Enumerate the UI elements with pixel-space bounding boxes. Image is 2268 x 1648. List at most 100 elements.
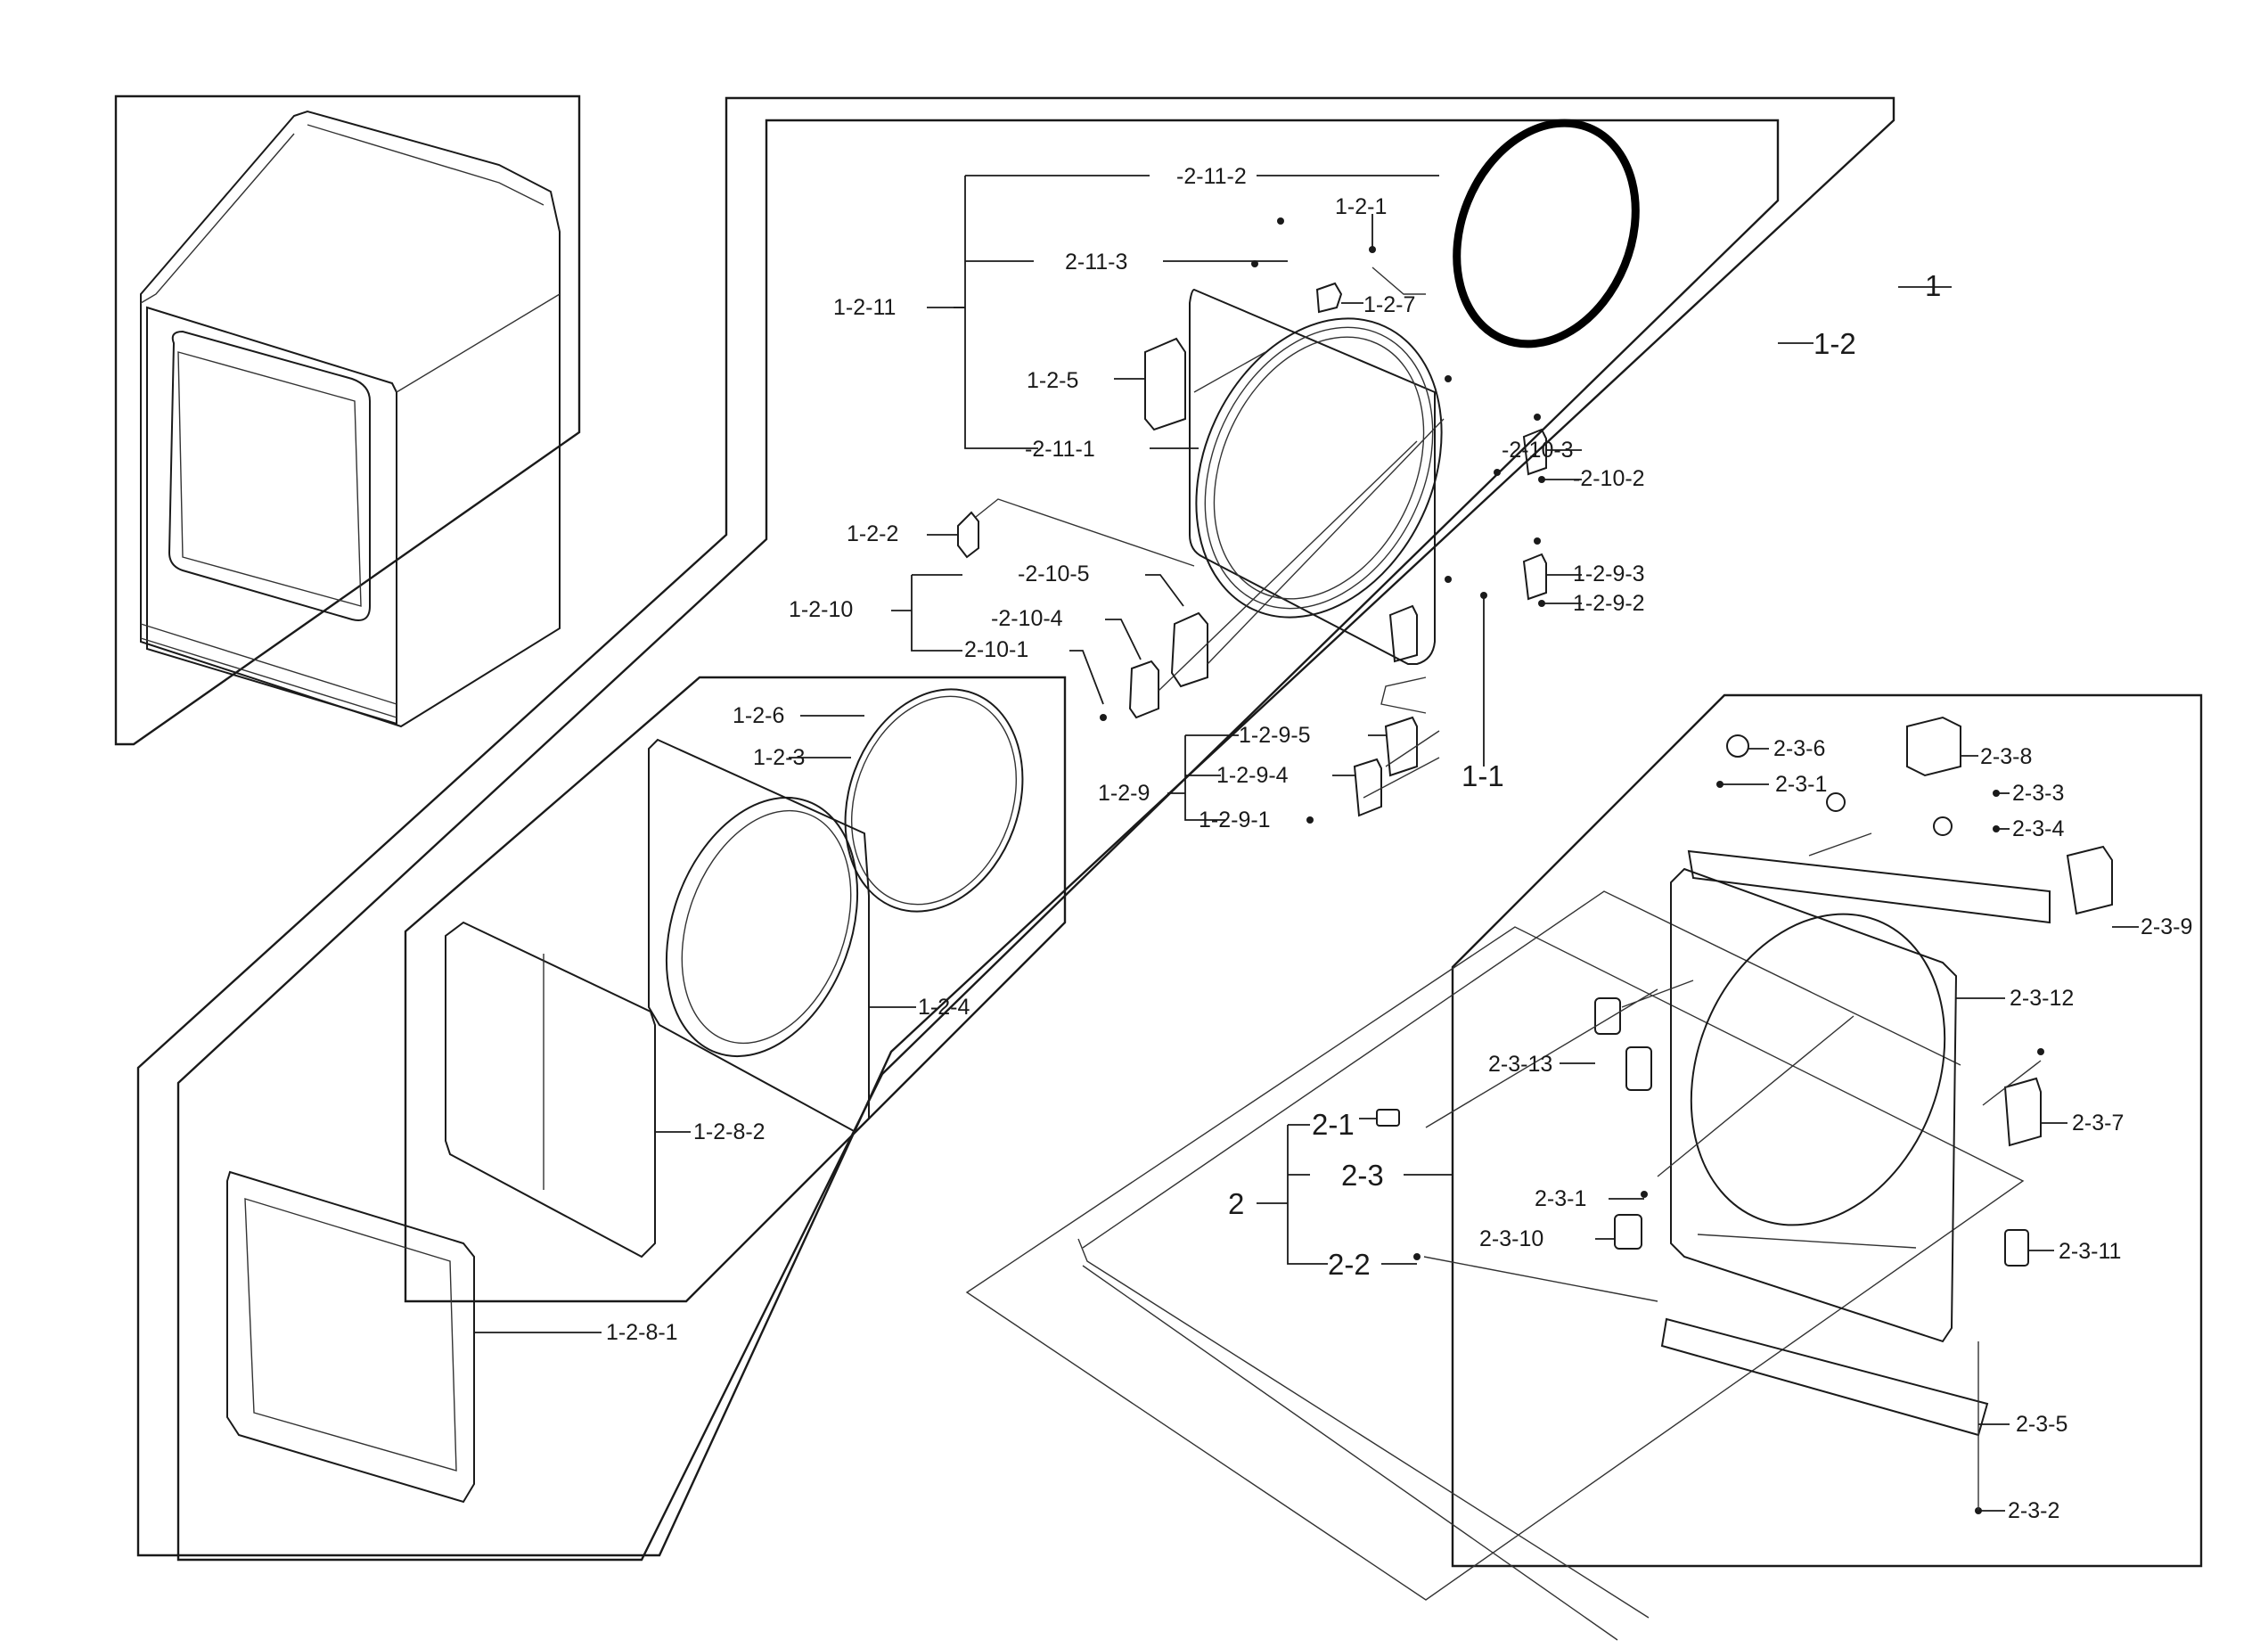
part-1-2-3-ring <box>850 695 1018 906</box>
label-2: 2 <box>1228 1187 1244 1220</box>
frame-outer-door-group <box>136 96 1895 1557</box>
label-2-3-2: 2-3-2 <box>2008 1498 2059 1523</box>
label-2-3-11: 2-3-11 <box>2059 1239 2121 1264</box>
label-1-2-8-2: 1-2-8-2 <box>693 1119 766 1144</box>
label-1-2-6: 1-2-6 <box>733 703 784 728</box>
label-2-3-1-top: 2-3-1 <box>1775 772 1827 797</box>
part-2-3-13-b <box>1625 1046 1652 1091</box>
part-1-2-9-4-hinge <box>1353 758 1382 817</box>
part-1-2-2-hook <box>957 511 979 559</box>
alignment-lines-group-2 <box>1423 832 2042 1511</box>
part-2-1-sensor <box>1376 1109 1400 1127</box>
label-2-10-4: -2-10-4 <box>991 606 1063 631</box>
label-1-2-9-2: 1-2-9-2 <box>1573 591 1645 616</box>
label-2-3-9: 2-3-9 <box>2141 914 2192 939</box>
label-2-3-6: 2-3-6 <box>1773 736 1825 761</box>
label-2-3-12: 2-3-12 <box>2010 986 2074 1011</box>
door-subassembly <box>226 688 1024 1504</box>
part-2-3-9-top-rail <box>1687 849 2051 924</box>
part-1-2-4-opening <box>665 796 859 1058</box>
part-2-3-9-hinge <box>2066 845 2113 915</box>
frame-cabinet-front-group <box>1451 693 2203 1568</box>
part-2-3-cap-c <box>1933 816 1953 836</box>
label-1-2-9-1: 1-2-9-1 <box>1199 808 1271 832</box>
screw-2-10-3a <box>1494 469 1501 476</box>
screw-2-3-7 <box>2037 1048 2044 1055</box>
dryer-door-inner <box>177 351 362 607</box>
frame-dryer-overview <box>114 94 581 746</box>
label-2-10-1: 2-10-1 <box>964 637 1028 662</box>
alignment-lines-group-1-2 <box>975 266 1445 799</box>
panel-frames <box>114 94 2203 1568</box>
part-2-11-1-opening <box>1195 317 1443 619</box>
label-2-3-5: 2-3-5 <box>2016 1412 2067 1437</box>
leader-lines <box>474 175 2139 1512</box>
screw-1-2-9-3b <box>1534 537 1541 545</box>
label-2-3-4: 2-3-4 <box>2012 816 2064 841</box>
part-1-2-9-5-hinge <box>1384 716 1418 777</box>
part-1-2-8-2-outer-panel <box>445 921 656 1259</box>
label-1-2-11: 1-2-11 <box>833 295 896 320</box>
part-2-3-10-knob <box>1614 1214 1642 1250</box>
part-2-11-1-opening-inner <box>1204 326 1434 610</box>
label-1-2-4: 1-2-4 <box>918 995 970 1020</box>
part-1-2-4-opening-inner <box>681 809 852 1045</box>
screw-2-10-3b <box>1534 414 1541 421</box>
label-1-2-9-3: 1-2-9-3 <box>1573 562 1645 586</box>
part-2-3-cap-b <box>1826 792 1846 812</box>
part-1-2-5-bracket <box>1144 337 1186 431</box>
label-1-2-9: 1-2-9 <box>1098 781 1150 806</box>
frame-door-subassembly <box>404 676 1067 1303</box>
label-2-11-2: -2-11-2 <box>1176 164 1247 189</box>
label-2-3-8: 2-3-8 <box>1980 744 2032 769</box>
part-2-10-5-hinge <box>1170 611 1208 688</box>
part-1-2-4-inner-panel <box>648 738 870 1134</box>
screw-frame-top <box>1445 375 1452 382</box>
label-2-3: 2-3 <box>1341 1159 1384 1192</box>
label-2-3-1-bottom: 2-3-1 <box>1535 1186 1586 1211</box>
part-2-3-5-bottom-rail <box>1660 1317 1989 1437</box>
screw-2-11-3b <box>1251 260 1258 267</box>
part-1-2-8-1-trim-frame <box>226 1170 475 1504</box>
label-2-3-10: 2-3-10 <box>1479 1226 1543 1251</box>
label-1-2-3: 1-2-3 <box>753 745 805 770</box>
screw-2-3-1b <box>1641 1191 1648 1198</box>
part-2-11-2-seal <box>1453 119 1640 348</box>
screw-2-11-3a <box>1277 217 1284 225</box>
screw-2-2 <box>1413 1253 1421 1260</box>
part-2-11-1-opening-rim <box>1213 336 1425 600</box>
label-1-2-8-1: 1-2-8-1 <box>606 1320 678 1345</box>
part-2-11-1-frame <box>1189 288 1436 665</box>
dryer-control-strip <box>140 623 397 718</box>
dryer-cabinet-outline <box>140 110 561 728</box>
screw-1-2-9-1 <box>1306 816 1314 824</box>
label-1-2-7: 1-2-7 <box>1363 292 1415 317</box>
part-1-2-7-clip <box>1315 282 1343 314</box>
part-2-3-12-front-panel <box>1670 867 1958 1343</box>
part-1-2-6-ring <box>844 688 1024 913</box>
label-1-2-2: 1-2-2 <box>847 521 898 546</box>
part-2-3-11-label <box>2004 1229 2029 1267</box>
part-2-10-4-hinge <box>1128 660 1159 719</box>
dryer-overview <box>140 110 561 728</box>
part-2-11-1-side-hinge <box>1388 604 1418 663</box>
screw-2-10-1 <box>1100 714 1107 721</box>
part-labels: -2-11-2 1-2-1 2-11-3 1-2-7 1-2-11 1-2-5 … <box>606 164 2192 1523</box>
label-1-2-9-4: 1-2-9-4 <box>1216 763 1289 788</box>
part-2-3-front-opening <box>1690 913 1946 1226</box>
label-1: 1 <box>1925 269 1941 302</box>
label-2-11-3: 2-11-3 <box>1065 250 1127 275</box>
frame-inner-assembly-1 <box>176 119 1780 1562</box>
label-1-2: 1-2 <box>1814 327 1856 360</box>
part-1-2-9-3-hinge <box>1522 553 1547 601</box>
dryer-door-glass <box>168 330 371 621</box>
label-2-10-2: -2-10-2 <box>1573 466 1645 491</box>
part-2-3-6-cap <box>1726 734 1749 758</box>
label-1-2-10: 1-2-10 <box>789 597 853 622</box>
label-2-3-7: 2-3-7 <box>2072 1111 2124 1136</box>
exploded-planes-group-2 <box>965 890 2025 1641</box>
label-2-3-13: 2-3-13 <box>1488 1052 1552 1077</box>
dryer-top-edge <box>140 124 544 304</box>
label-2-10-5: -2-10-5 <box>1018 562 1090 586</box>
cabinet-front-assembly <box>965 716 2113 1641</box>
